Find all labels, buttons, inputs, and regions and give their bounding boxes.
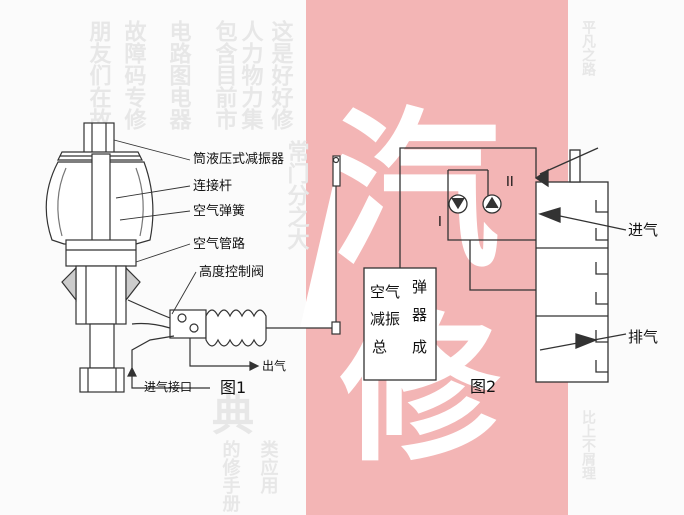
- air-pipe: [127, 299, 171, 319]
- watermark-band: [306, 0, 568, 515]
- figure1-leaders: [113, 139, 197, 315]
- assembly-text-5: 总: [372, 338, 387, 356]
- ghost-column-6: 这是好好修: [268, 19, 295, 130]
- label-shock-absorber: 筒液压式减振器: [193, 151, 284, 167]
- ghost-column-2: 故障码专修: [121, 19, 148, 130]
- ghost-column-8: 类应用: [258, 439, 279, 495]
- valve-bellows: [205, 309, 267, 347]
- ghost-text-right: 平凡之路 比上不屑理: [580, 20, 597, 480]
- label-exhaust-fig2: 排气: [628, 328, 658, 346]
- piston-ring: [65, 239, 137, 267]
- figure1-caption: 图1: [220, 378, 246, 397]
- bottom-eye: [79, 367, 125, 393]
- ghost-column-7: 常门分之大: [284, 139, 310, 251]
- assembly-text-1: 空气: [370, 283, 400, 301]
- lower-body: [75, 265, 127, 325]
- lower-bead: [61, 266, 77, 302]
- ghost-column-9: 的修手册: [220, 439, 242, 513]
- lower-shaft: [89, 323, 115, 369]
- assembly-text-2: 弹: [412, 278, 427, 296]
- assembly-text-6: 成: [412, 338, 427, 356]
- label-connecting-rod: 连接杆: [193, 178, 232, 194]
- ghost-text-left: 朋友们在故障 故障码专修 电路图电器 包含目前市 人力物力集 这是好好修 常门分…: [86, 19, 310, 512]
- figure1-drawing: [45, 122, 300, 393]
- valve-label-1: I: [438, 215, 442, 230]
- label-height-valve: 高度控制阀: [199, 264, 264, 280]
- valve-block: [169, 309, 207, 339]
- connecting-rod: [300, 155, 341, 335]
- assembly-text-3: 减振: [370, 310, 400, 328]
- valve-label-2: II: [506, 175, 514, 190]
- ghost-column-3: 电路图电器: [166, 20, 193, 131]
- label-intake: 进气: [628, 221, 658, 239]
- label-exhaust: 出气: [262, 358, 286, 373]
- figure2-drawing: [363, 147, 627, 383]
- ghost-column-4: 包含目前市: [212, 19, 238, 130]
- ghost-char-dian: 典: [212, 391, 254, 440]
- ghost-right-top: 平凡之路: [580, 20, 596, 76]
- ghost-right-bottom: 比上不屑理: [580, 409, 597, 480]
- figure2-labels: 空气 弹 减振 器 总 成 I II 进气 排气 图2: [370, 175, 658, 396]
- label-intake-port: 进气接口: [144, 379, 192, 394]
- top-mount: [83, 122, 115, 154]
- figure2-caption: 图2: [470, 377, 496, 396]
- assembly-text-4: 器: [412, 306, 427, 324]
- watermark-char-qi: 汽: [330, 93, 500, 291]
- damper-tube: [91, 153, 111, 245]
- assembly-box: [363, 267, 437, 381]
- figure1-labels: 筒液压式减振器 连接杆 空气弹簧 空气管路 高度控制阀 出气 进气接口 图1: [144, 151, 286, 397]
- label-air-spring: 空气弹簧: [193, 203, 245, 219]
- ghost-column-5: 人力物力集: [238, 20, 265, 130]
- label-air-pipe: 空气管路: [193, 236, 245, 252]
